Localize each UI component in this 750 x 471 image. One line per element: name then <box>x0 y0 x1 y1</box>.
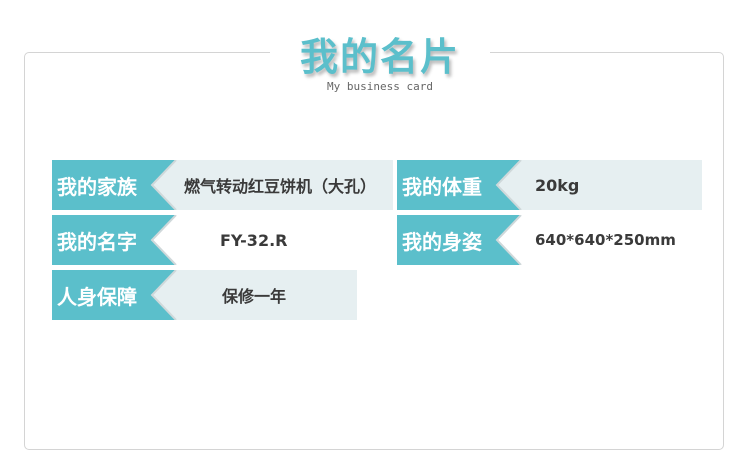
spec-row-weight: 我的体重 20kg <box>397 160 702 210</box>
chevron-notch-icon <box>150 270 180 320</box>
spec-label-text: 人身保障 <box>57 284 137 309</box>
chevron-notch-icon <box>495 160 525 210</box>
chevron-notch-icon <box>495 215 525 265</box>
spec-row-name: 我的名字 FY-32.R <box>52 215 393 265</box>
spec-row-size: 我的身姿 640*640*250mm <box>397 215 702 265</box>
page-subtitle: My business card <box>327 80 433 93</box>
spec-label-text: 我的体重 <box>402 174 482 199</box>
spec-value-size: 640*640*250mm <box>525 215 702 265</box>
spec-label-size: 我的身姿 <box>397 215 525 265</box>
spec-label-warranty: 人身保障 <box>52 270 180 320</box>
spec-label-text: 我的身姿 <box>402 229 482 254</box>
page-title: 我的名片 <box>299 35 460 79</box>
spec-row-family: 我的家族 燃气转动红豆饼机（大孔） <box>52 160 393 210</box>
spec-value-name: FY-32.R <box>180 215 393 265</box>
chevron-notch-icon <box>150 160 180 210</box>
spec-value-warranty: 保修一年 <box>180 270 357 320</box>
spec-label-weight: 我的体重 <box>397 160 525 210</box>
spec-label-text: 我的名字 <box>57 229 137 254</box>
spec-value-family: 燃气转动红豆饼机（大孔） <box>180 160 393 210</box>
chevron-notch-icon <box>150 215 180 265</box>
spec-label-name: 我的名字 <box>52 215 180 265</box>
spec-value-weight: 20kg <box>525 160 702 210</box>
spec-row-warranty: 人身保障 保修一年 <box>52 270 357 320</box>
header: 我的名片 My business card <box>270 34 490 94</box>
spec-label-family: 我的家族 <box>52 160 180 210</box>
spec-label-text: 我的家族 <box>57 174 137 199</box>
